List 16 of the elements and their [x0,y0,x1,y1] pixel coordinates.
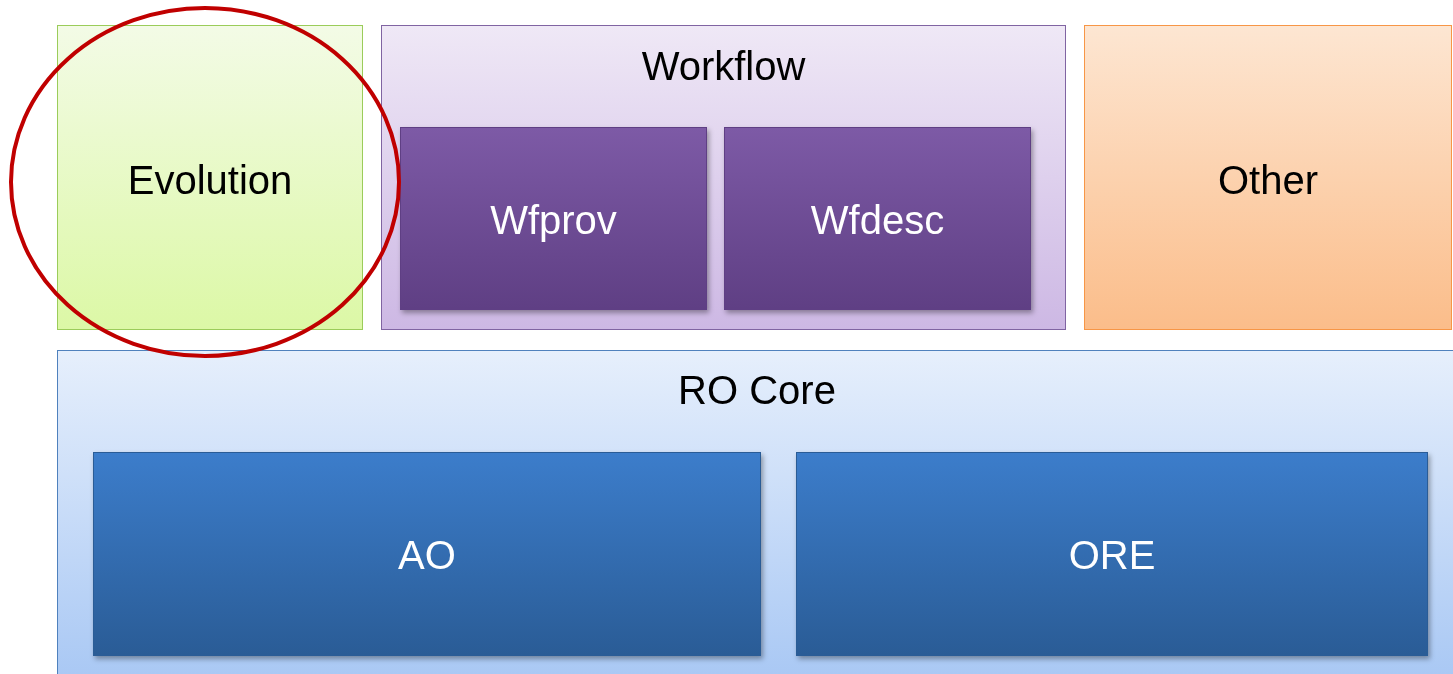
node-label: Evolution [126,157,294,204]
group-panel [57,350,1453,674]
node-label: ORE [1067,532,1157,579]
node-label: RO Core [677,367,837,414]
module-box [93,452,761,656]
group-panel [1084,25,1452,330]
node-label: Wfdesc [809,197,946,244]
node-label: Other [1216,157,1319,204]
module-box [400,127,707,310]
module-box [724,127,1031,310]
node-label: AO [397,532,457,579]
node-label: Workflow [640,43,807,90]
group-panel [381,25,1066,330]
module-box [796,452,1428,656]
node-label: Wfprov [489,197,618,244]
group-panel [57,25,363,330]
